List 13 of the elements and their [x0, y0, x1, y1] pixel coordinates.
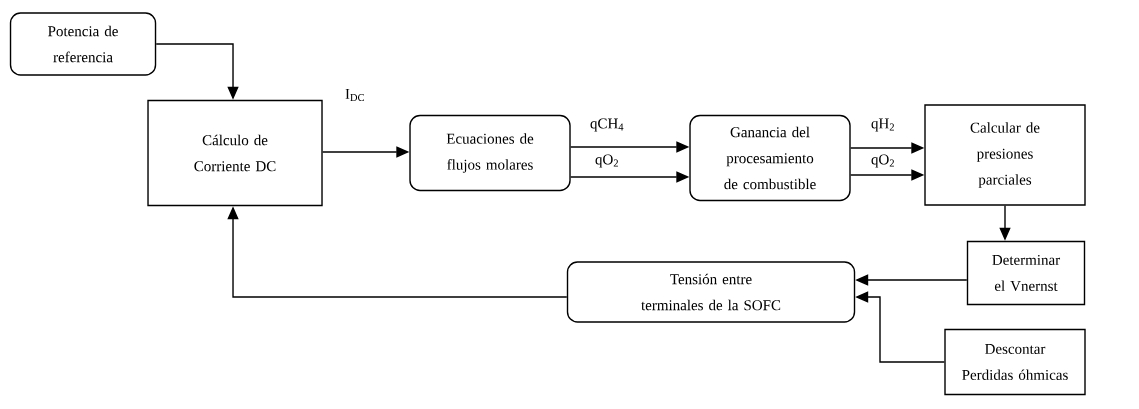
edge-label: qO$_{2}$	[593, 153, 621, 169]
edge-label: qO$_{2}$	[869, 153, 897, 169]
rounded-process-box: Potencia de referencia	[9, 12, 157, 76]
rounded-process-box: Tensión entre terminales de la SOFC	[566, 261, 856, 323]
process-box: Calcular de presiones parciales	[924, 104, 1086, 206]
process-box: Determinar el Vnernst	[966, 240, 1086, 306]
process-box: Cálculo de Corriente DC	[147, 99, 323, 207]
rounded-process-box: Ganancia del procesamiento de combustible	[689, 114, 851, 202]
rounded-process-box: Ecuaciones de flujos molares	[409, 114, 571, 192]
process-box: Descontar Perdidas óhmicas	[944, 328, 1086, 396]
edge-label: I$_{DC}$	[343, 87, 367, 103]
edge-label: qCH$_{4}$	[588, 117, 626, 133]
edge-label: qH$_{2}$	[869, 117, 897, 133]
